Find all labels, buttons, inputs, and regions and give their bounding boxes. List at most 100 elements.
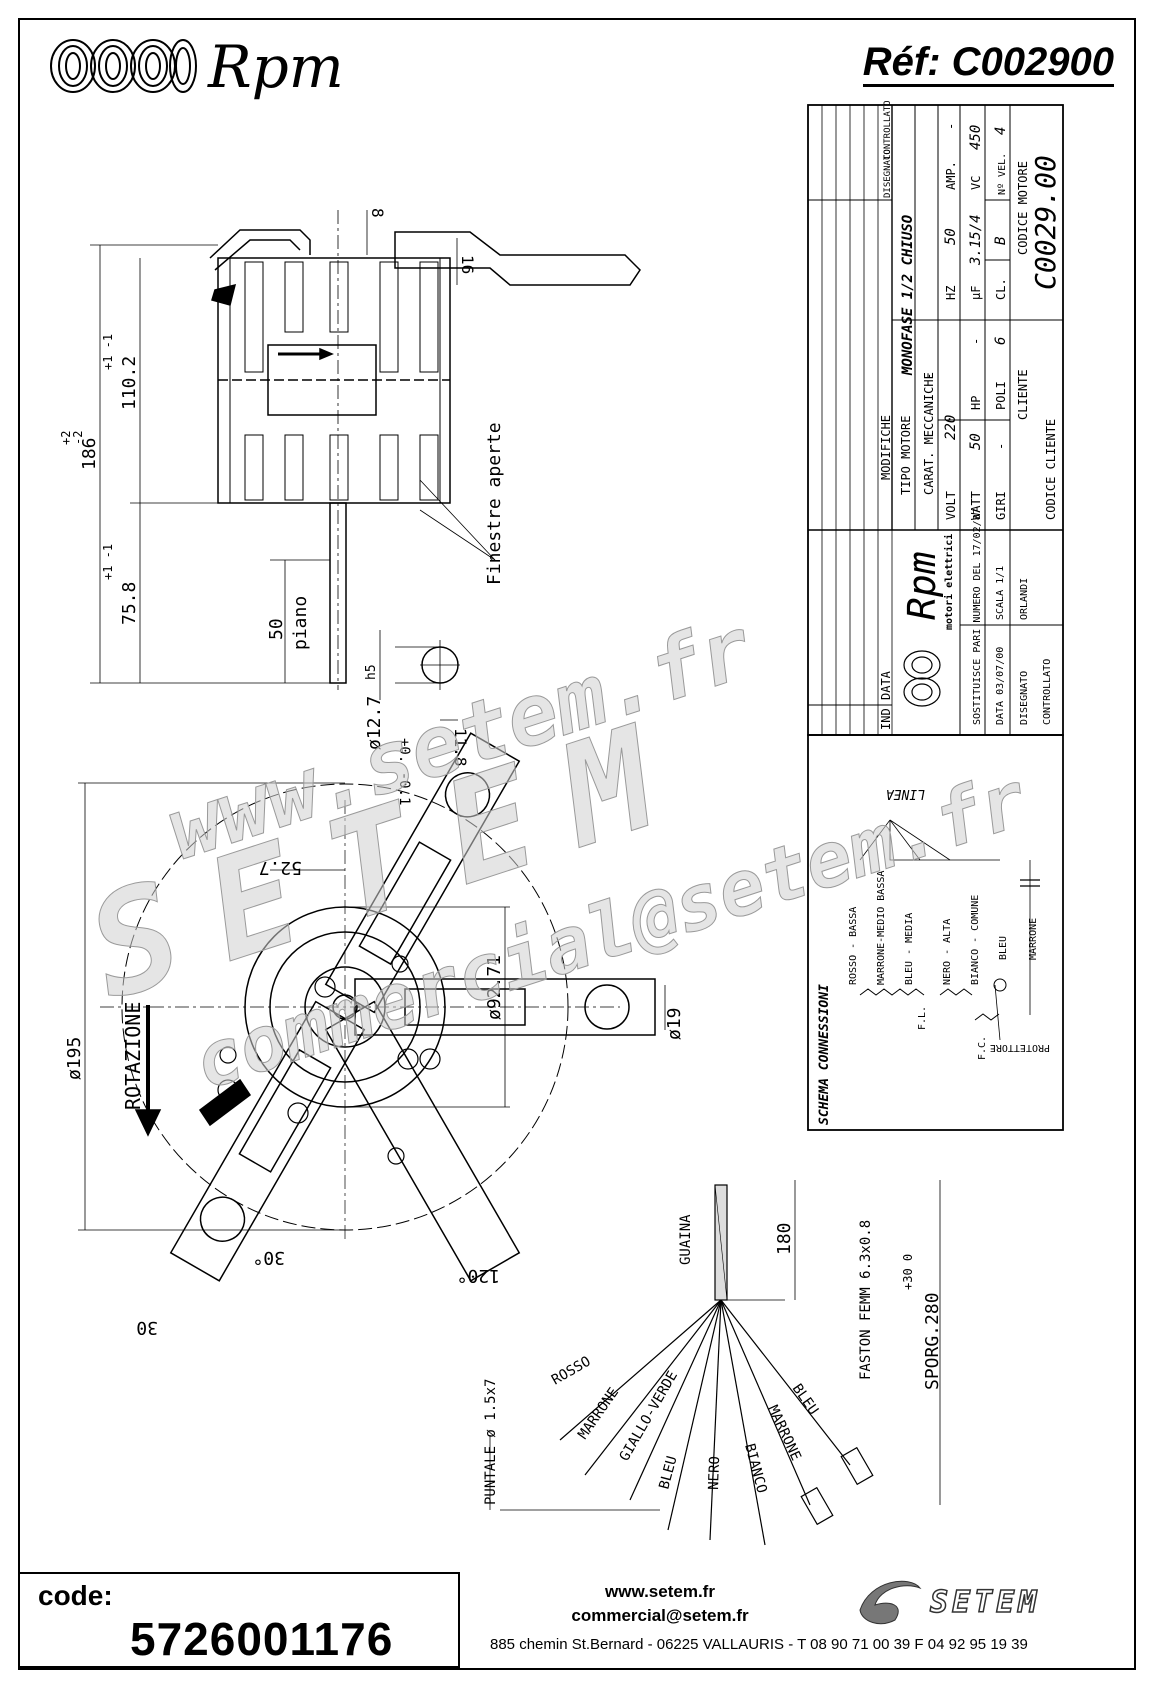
hp-label: HP [969,396,983,410]
code-value: 5726001176 [130,1613,394,1665]
schema-label-marrone-medio-bassa: MARRONE-MEDIO BASSA [876,871,887,985]
watt-value: 50 [968,433,984,450]
sostituisce-label: SOSTITUISCE PARI NUMERO DEL 17/02/87 [972,508,983,725]
dim-h5-label: h5 [364,664,379,680]
wire-label-nero: NERO [706,1456,723,1490]
fc-label: F.C. [977,1036,988,1060]
guaina-label: GUAINA [678,1214,694,1265]
footer-address: 885 chemin St.Bernard - 06225 VALLAURIS … [490,1636,1028,1653]
linea-label: LINEA [886,786,925,801]
tipo-motore-value: MONOFASE 1/2 CHIUSO [900,215,916,376]
poli-value: 6 [993,337,1009,345]
title-block [807,104,1064,736]
nvel-label: Nº VEL. [997,153,1008,195]
dim-50-label: 50 [266,618,287,640]
vc-value: 450 [968,125,984,150]
wiring-schema [807,734,1064,1131]
codice-motore-label: CODICE MOTORE [1016,161,1030,255]
dim-92-label: ø92.71 [484,955,505,1020]
sporg-label: SPORG.280 [922,1292,943,1390]
motor-front-view [78,732,666,1282]
schema-label-marrone: MARRONE [1028,918,1039,960]
poli-label: POLI [994,381,1008,410]
footer-website[interactable]: www.setem.fr [605,1582,715,1601]
setem-swoosh-icon [859,1580,922,1625]
wire-label-marrone: MARRONE [575,1385,622,1443]
schema-label-bleu: BLEU [998,936,1009,960]
dim-120-angle-label: 120° [457,1265,500,1286]
hz-value: 50 [943,228,959,245]
uf-value: 3.15/4 [968,214,984,266]
codice-motore-value: C0029.00 [1029,155,1062,290]
dim-30-label: 30 [136,1317,158,1338]
hp-value: - [969,338,983,345]
dim-52-label: 52.7 [259,857,302,878]
code-label: code: [38,1580,113,1611]
cable-detail [489,1180,941,1546]
modifiche-label: MODIFICHE [879,415,893,480]
hz-label: HZ [944,286,958,300]
data-value: DATA 03/07/00 [995,647,1006,725]
drawing-frame [18,18,1136,1670]
disegnato-label: DISEGNATO [1019,671,1030,725]
dim-8-label: 8 [368,208,387,218]
rotazione-label: ROTAZIONE [121,1002,145,1110]
dim-195-label: ø195 [64,1037,85,1080]
schema-label-bleu-media: BLEU - MEDIA [904,913,915,985]
carat-value: - [922,373,936,380]
dim-186-tol-minus: -2 [71,431,85,445]
finestre-label: Finestre aperte [484,422,505,585]
wire-label-marrone-2: MARRONE [764,1403,803,1463]
carat-label: CARAT. MECCANICHE [922,372,936,495]
side-view-dimension-labels: 186 +2 -2 110.2 +1 -1 75.8 +1 -1 50 pian… [59,208,505,805]
vc-label: VC [969,176,983,190]
data-header: DATA [879,670,893,700]
cl-value: B [993,237,1009,245]
title-block-text: DISEGNATO CONTROLLATO MODIFICHE TIPO MOT… [879,100,1062,730]
dim-19-label: ø19 [664,1007,685,1040]
wire-label-bleu: BLEU [656,1454,680,1491]
dim-186-tol-plus: +2 [59,431,73,445]
setem-logo: SETEM [859,1580,1040,1625]
dim-11-label: 11.8 [451,728,470,767]
motor-side-view [90,210,641,721]
scala-value: SCALA 1/1 [995,566,1006,620]
dim-110-tol: +1 -1 [101,334,115,370]
volt-value: 220 [943,415,959,440]
schema-label-bianco-comune: BIANCO - COMUNE [970,895,981,985]
uf-label: µF [969,286,983,300]
sporg-tol: +30 0 [901,1254,915,1290]
dim-shaft-tol: +0. -0.1 [396,738,412,805]
code-box: code: 5726001176 [18,1572,460,1668]
disegnato-header: DISEGNATO [883,149,893,198]
rpm-brand-name: Rpm [208,33,344,101]
title-block-rpm-rings-icon [903,650,941,707]
footer-email[interactable]: commercial@setem.fr [571,1606,749,1625]
dim-186-label: 186 [79,437,100,470]
fl-label: F.L. [917,1006,928,1030]
dim-180-label: 180 [774,1222,795,1255]
dim-shaft-label: ø12.7 [364,696,385,750]
amp-value: - [944,123,958,130]
watt-label: WATT [969,491,983,520]
schema-label-rosso-bassa: ROSSO - BASSA [848,907,859,985]
dim-75-label: 75.8 [119,582,140,625]
protettore-label: PROTETTORE [990,1042,1050,1053]
cliente-label: CLIENTE [1016,369,1030,420]
setem-logo-text: SETEM [930,1585,1040,1620]
company-subtitle: motori elettrici [943,534,955,630]
dim-75-tol: +1 -1 [101,544,115,580]
front-view-dimension-labels: ø195 52.7 ø92.71 ø19 30° 120° 30 ROTAZIO… [64,857,685,1338]
wire-label-bleu-2: BLEU [789,1381,821,1418]
wire-label-bianco: BIANCO [741,1442,770,1495]
volt-label: VOLT [944,491,958,520]
piano-label: piano [290,596,311,650]
controllato-label: CONTROLLATO [1042,659,1053,725]
codice-cliente-label: CODICE CLIENTE [1044,419,1058,520]
tipo-motore-label: TIPO MOTORE [899,416,913,495]
ind-label: IND [879,708,893,730]
dim-110-label: 110.2 [119,356,140,410]
wire-label-rosso: ROSSO [549,1354,594,1389]
orlandi-label: ORLANDI [1019,578,1030,620]
